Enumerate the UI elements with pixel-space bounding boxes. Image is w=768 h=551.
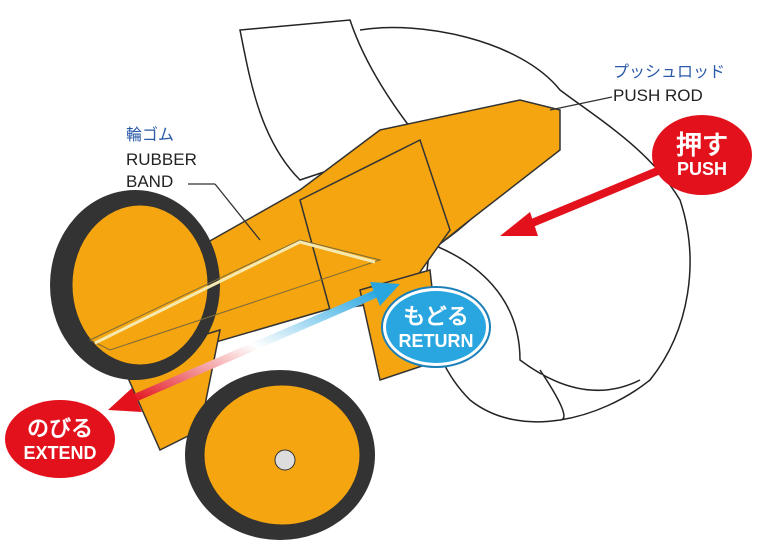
return-badge-jp: もどる bbox=[403, 304, 469, 329]
extend-return-arrow bbox=[108, 282, 400, 412]
extend-badge-en: EXTEND bbox=[23, 443, 97, 463]
extend-badge: のびる EXTEND bbox=[5, 400, 115, 478]
rubber-band-label-2: BAND bbox=[126, 172, 174, 191]
extend-badge-jp: のびる bbox=[26, 416, 93, 441]
return-badge: もどる RETURN bbox=[383, 288, 489, 366]
front-wheel bbox=[185, 370, 375, 540]
rubber-band-label-jp: 輪ゴム bbox=[126, 127, 175, 144]
rear-wheel bbox=[50, 190, 220, 380]
push-badge: 押す PUSH bbox=[652, 115, 752, 195]
push-rod-label-jp: プッシュロッド bbox=[613, 64, 726, 81]
push-rod-label: PUSH ROD bbox=[613, 86, 703, 105]
push-badge-jp: 押す bbox=[675, 130, 728, 160]
push-badge-en: PUSH bbox=[676, 159, 727, 179]
push-arrow bbox=[500, 166, 662, 236]
leader-lines bbox=[188, 96, 613, 241]
return-badge-en: RETURN bbox=[398, 331, 474, 351]
rubber-band-label-1: RUBBER bbox=[126, 150, 197, 169]
rubber-band bbox=[88, 239, 382, 351]
